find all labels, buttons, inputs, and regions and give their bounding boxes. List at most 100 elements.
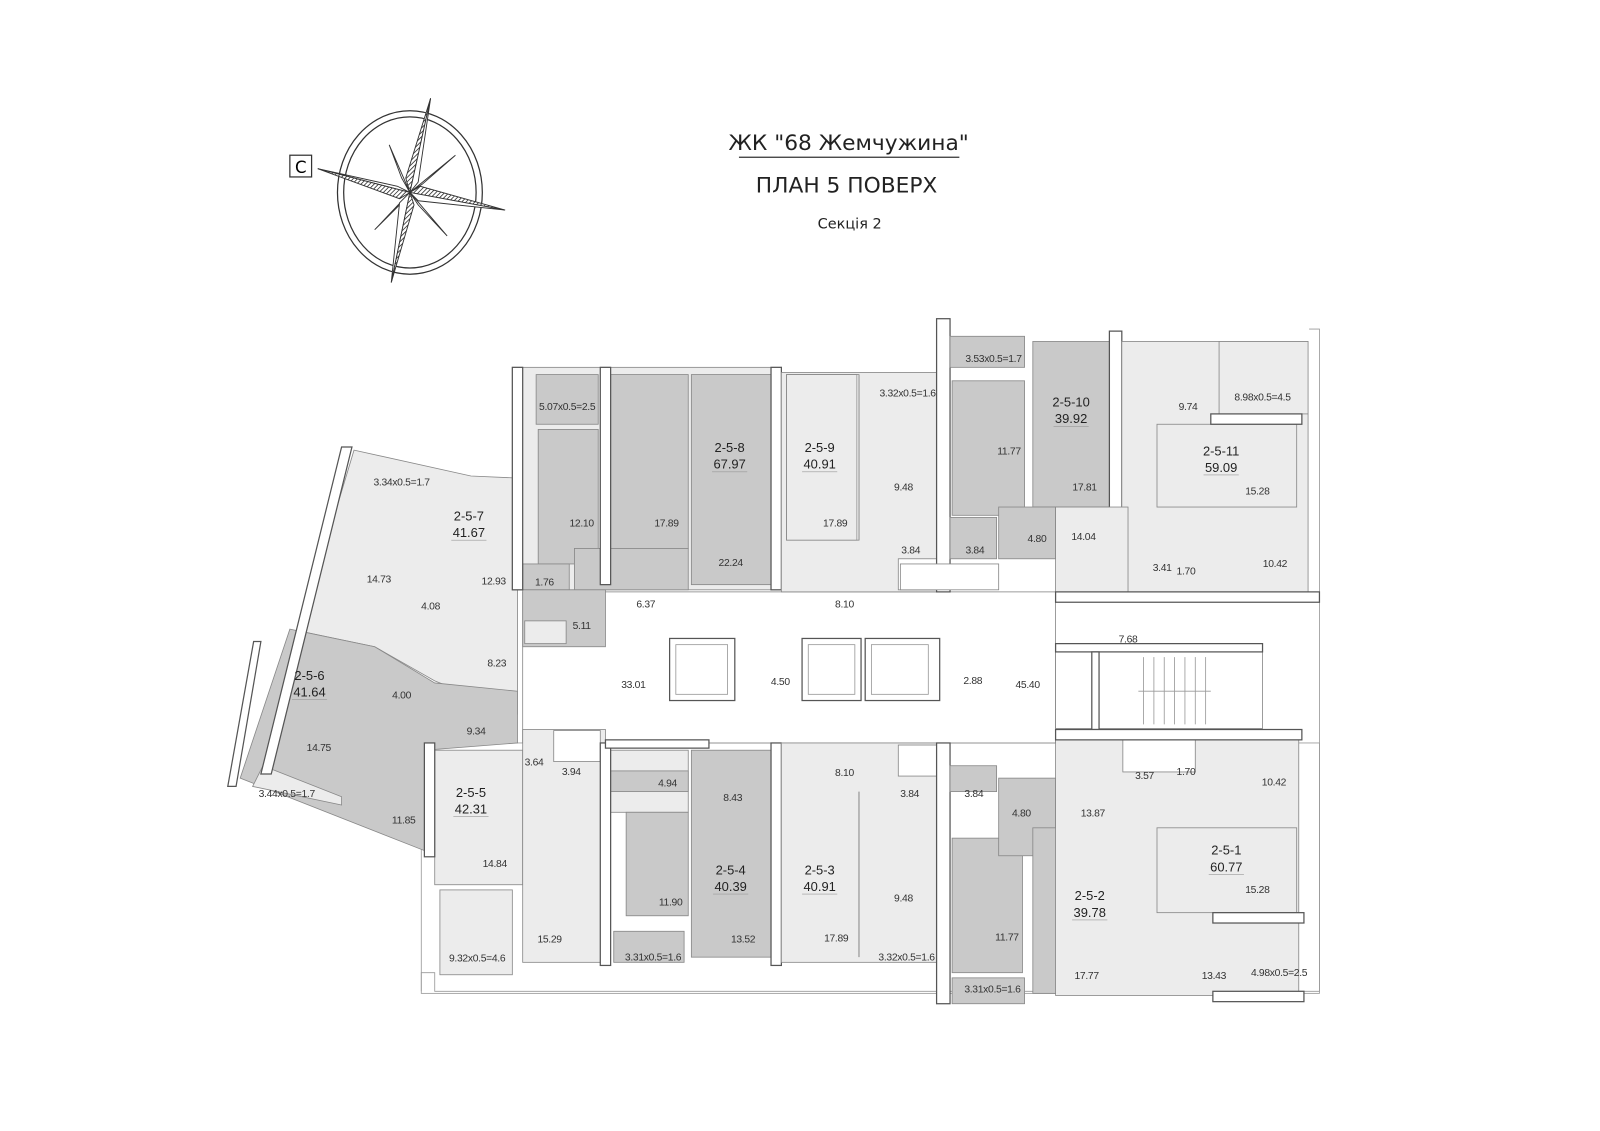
apartment-number: 2-5-6 [294,668,324,683]
apartment-area: 40.91 [803,879,835,894]
apartment-area: 41.67 [453,525,485,540]
apartment-number: 2-5-3 [805,862,835,877]
elevator-icon [864,637,941,702]
title-block: ЖК "68 Жемчужина" ПЛАН 5 ПОВЕРХ Секція 2 [729,131,969,233]
balcony-area-label: 5.07x0.5=2.5 [539,402,596,413]
balcony-area-label: 3.32x0.5=1.6 [878,952,935,963]
apartment-number: 2-5-10 [1052,395,1089,410]
room-area-label: 11.77 [995,933,1019,944]
room-area-label: 12.93 [482,577,507,588]
room-area-label: 14.73 [367,575,392,586]
apartment-area: 60.77 [1210,859,1242,874]
plan-title: ПЛАН 5 ПОВЕРХ [756,173,938,198]
room-area-label: 4.80 [1028,534,1047,545]
room-area-label: 14.75 [307,743,332,754]
room-area-label: 8.23 [487,658,506,669]
room-area-label: 45.40 [1016,680,1041,691]
complex-title: ЖК "68 Жемчужина" [729,131,969,156]
room-area-label: 2.88 [963,676,982,687]
room-area-label: 4.80 [1012,808,1031,819]
apartment-labels: 2-5-7 41.67 2-5-8 67.97 2-5-9 40.91 2-5-1039.9… [291,395,1244,921]
balcony-area-label: 3.31x0.5=1.6 [625,952,682,963]
apartment-area: 39.78 [1074,905,1106,920]
apartment-label-2-5-7[interactable]: 2-5-7 41.67 [451,508,487,541]
balcony-area-label: 9.32x0.5=4.6 [449,953,506,964]
apartment-label-2-5-8[interactable]: 2-5-8 67.97 [712,440,748,473]
balcony-area-label: 3.32x0.5=1.6 [879,388,936,399]
apartment-number: 2-5-8 [715,440,745,455]
elevator-icon [801,637,862,702]
balcony-area-label: 4.98x0.5=2.5 [1251,968,1308,979]
room-area-label: 9.48 [894,482,913,493]
room-area-label: 17.89 [824,934,849,945]
room-area-label: 9.34 [467,727,486,738]
room-area-label: 15.28 [1245,885,1270,896]
room-area-label: 22.24 [719,558,744,569]
apartment-area: 39.92 [1055,411,1087,426]
apartment-number: 2-5-2 [1075,888,1105,903]
elevator-icon [668,637,736,702]
room-area-label: 3.57 [1135,771,1154,782]
north-label: С [295,158,307,177]
room-area-label: 9.48 [894,893,913,904]
room-area-label: 13.52 [731,935,756,946]
room-area-label: 17.89 [823,519,848,530]
room-area-label: 1.76 [535,578,554,589]
staircase [1055,643,1263,729]
apartment-label-2-5-1[interactable]: 2-5-160.77 [1208,843,1244,875]
apartment-label-2-5-2[interactable]: 2-5-2 39.78 [1072,888,1108,921]
compass-rose-icon: С [289,98,506,283]
apartment-number: 2-5-4 [716,862,746,877]
balcony-area-label: 3.34x0.5=1.7 [373,477,430,488]
room-area-label: 4.50 [771,677,790,688]
room-area-label: 17.77 [1074,971,1099,982]
room-area-label: 11.77 [997,446,1021,457]
apartment-number: 2-5-11 [1203,443,1239,458]
room-area-label: 12.10 [570,519,595,530]
room-area-label: 3.64 [525,758,544,769]
room-area-label: 1.70 [1177,566,1196,577]
apartment-label-2-5-9[interactable]: 2-5-9 40.91 [802,440,838,473]
room-area-label: 10.42 [1263,559,1288,570]
apartment-area: 67.97 [713,457,745,472]
room-area-label: 17.89 [654,519,679,530]
room-area-label: 14.84 [483,859,508,870]
room-area-label: 1.70 [1177,767,1196,778]
room-area-label: 33.01 [621,680,646,691]
room-area-label: 13.87 [1081,808,1106,819]
apartment-number: 2-5-7 [454,508,484,523]
apartment-number: 2-5-1 [1211,843,1241,858]
room-area-label: 3.41 [1153,563,1172,574]
apartment-area: 40.91 [803,457,835,472]
apartment-area: 41.64 [293,684,325,699]
room-area-label: 3.84 [964,789,983,800]
room-area-label: 15.28 [1245,487,1270,498]
room-area-label: 9.74 [1179,402,1198,413]
apartment-area: 42.31 [455,801,487,816]
section-label: Секція 2 [818,217,882,233]
balcony-area-label: 3.53x0.5=1.7 [965,354,1022,365]
apartment-label-2-5-11[interactable]: 2-5-11 59.09 [1203,443,1239,476]
room-area-label: 5.11 [573,621,592,632]
apartment-label-2-5-5[interactable]: 2-5-542.31 [453,785,489,817]
apartment-area: 59.09 [1205,460,1237,475]
room-area-label: 8.10 [835,768,854,779]
wall [260,446,353,775]
room-area-label: 3.84 [900,789,919,800]
apartment-label-2-5-6[interactable]: 2-5-641.64 [291,668,328,700]
apartment-label-2-5-4[interactable]: 2-5-440.39 [713,862,749,895]
room-area-label: 8.43 [723,793,742,804]
room-area-label: 13.43 [1202,971,1227,982]
apartment-label-2-5-3[interactable]: 2-5-3 40.91 [802,862,838,895]
room-area-label: 14.04 [1071,532,1096,543]
building-outline [227,318,1321,1005]
apartment-number: 2-5-9 [805,440,835,455]
room-area-label: 10.42 [1262,777,1287,788]
room-area-label: 4.00 [392,690,411,701]
room-area-label: 15.29 [537,935,562,946]
apartment-number: 2-5-5 [456,785,486,800]
room-area-label: 3.94 [562,767,581,778]
room-area-label: 8.10 [835,599,854,610]
